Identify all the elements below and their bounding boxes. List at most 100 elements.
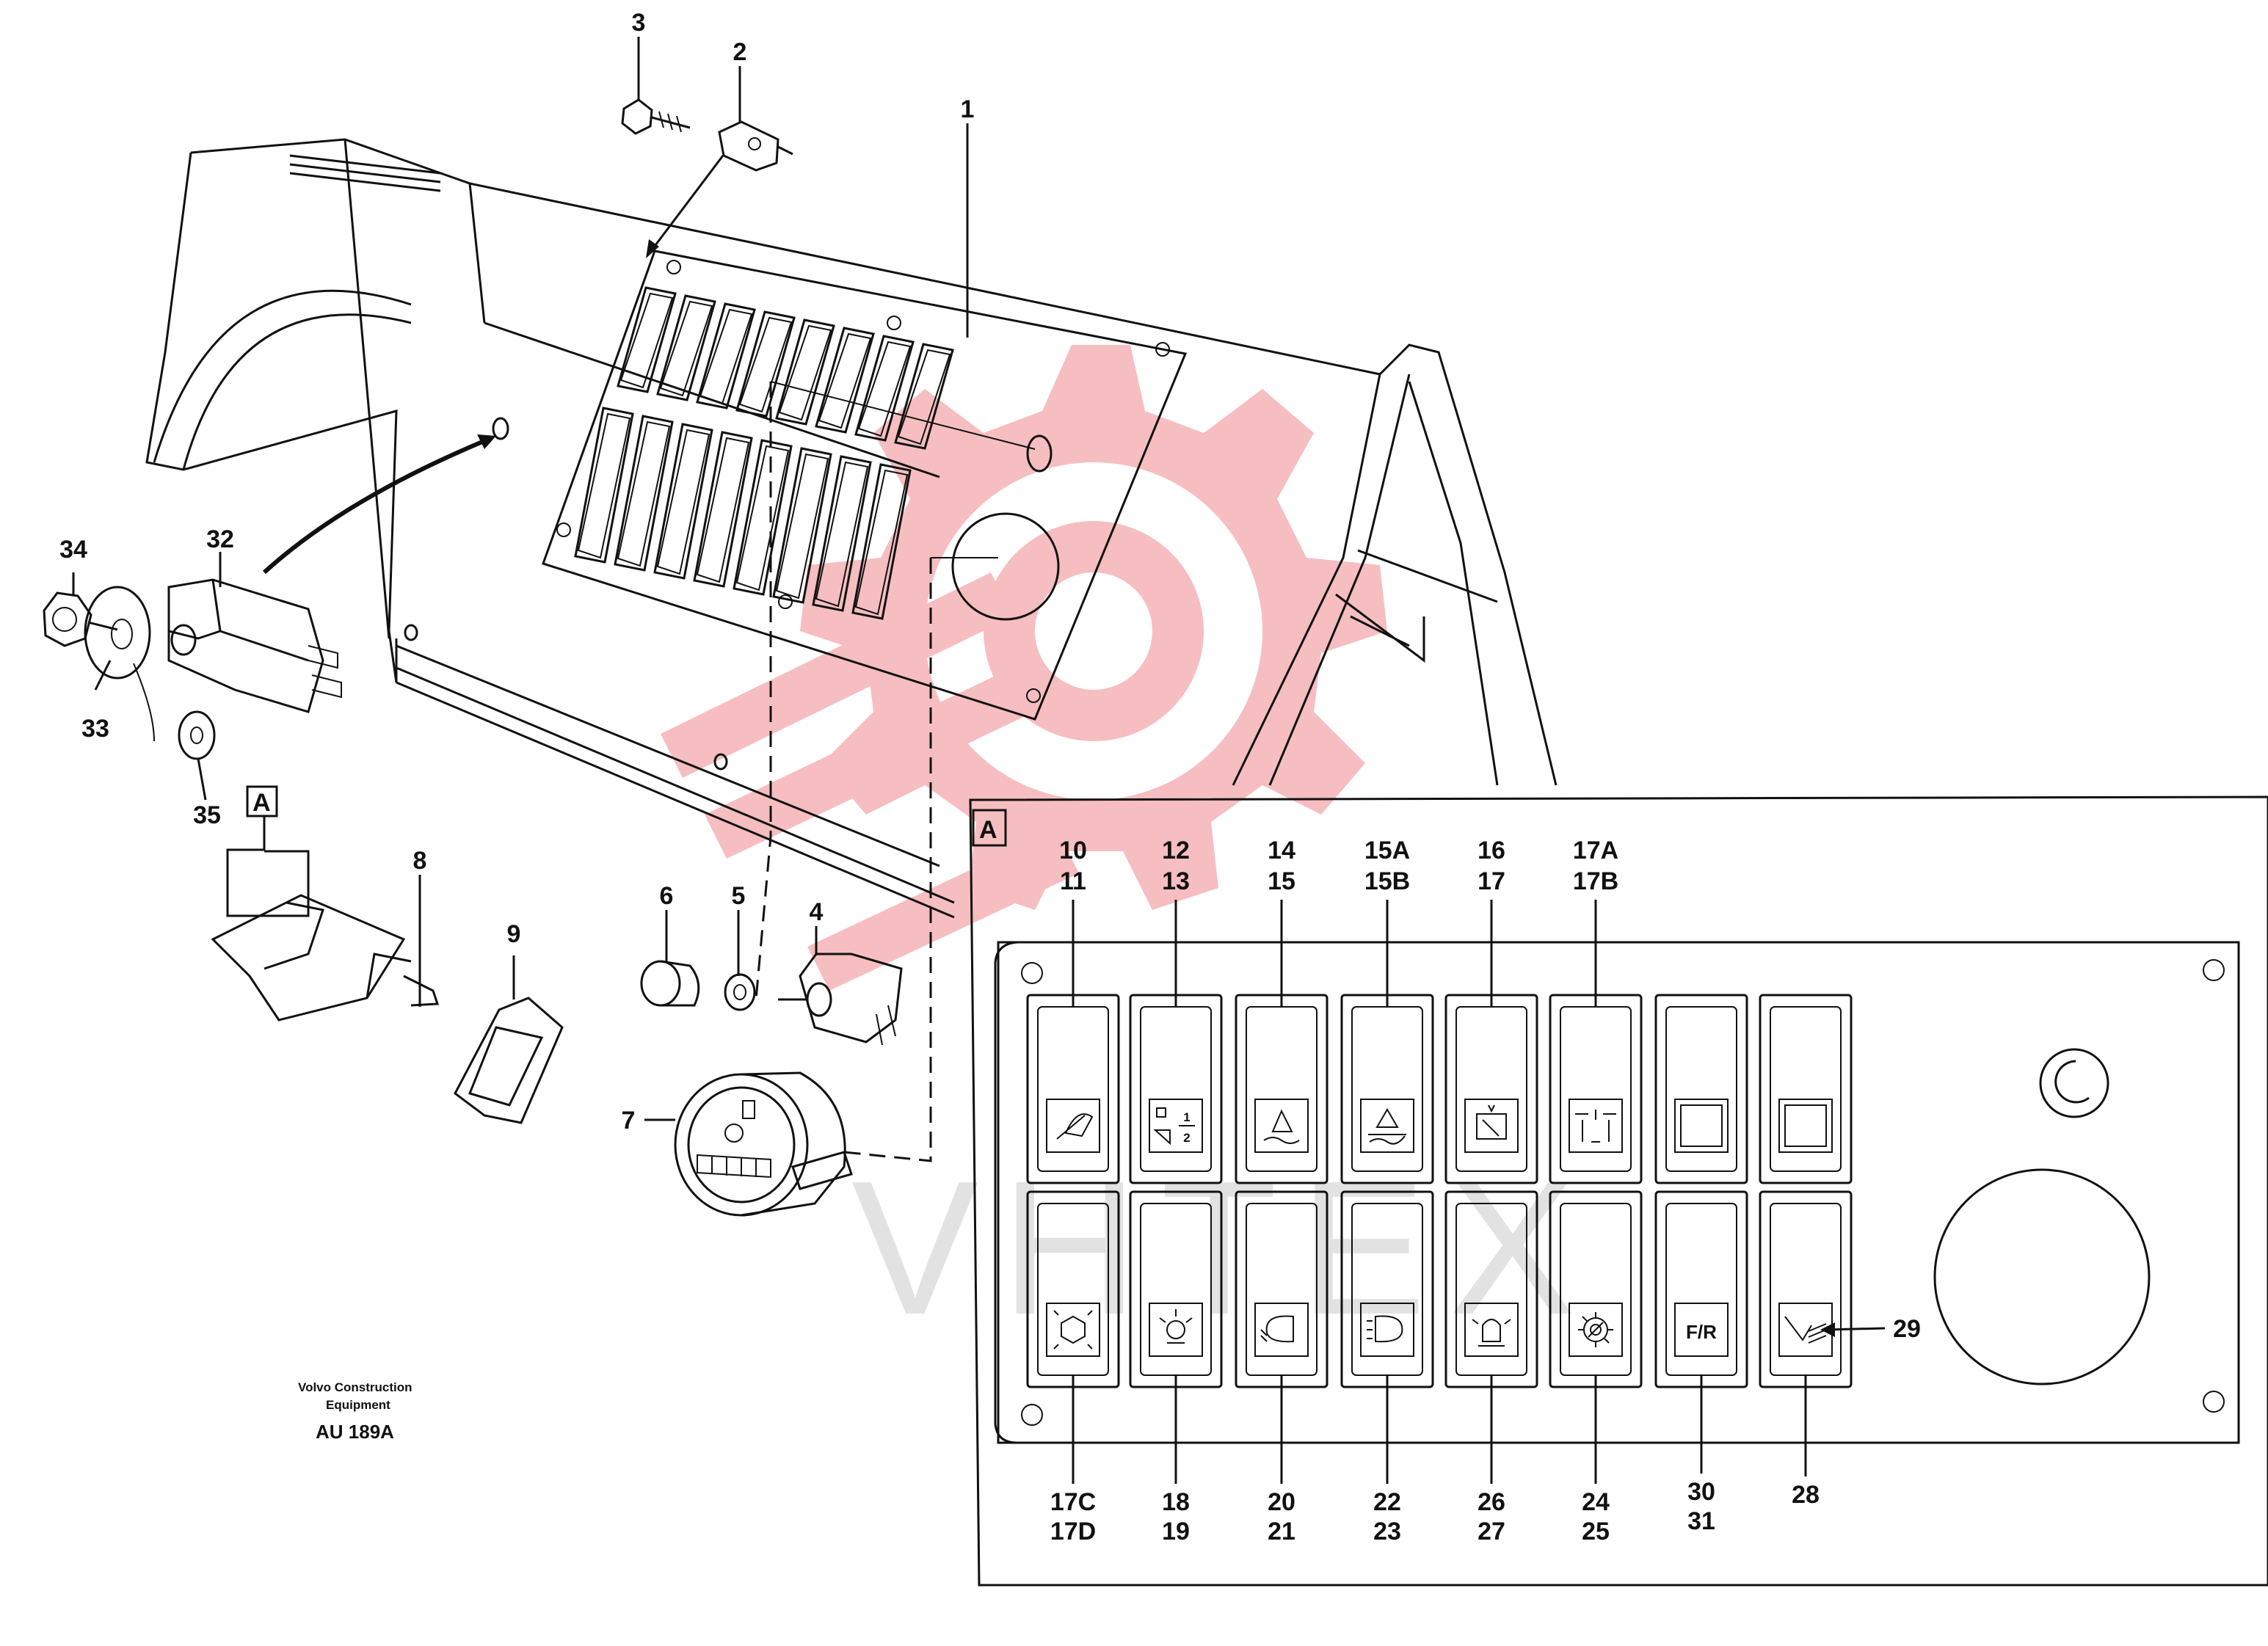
- dashboard-housing: [145, 138, 1558, 919]
- panel-slot: [775, 318, 835, 426]
- blank-icon: [1674, 1099, 1729, 1153]
- panel-slot: [772, 447, 832, 604]
- leader-lines: [72, 37, 969, 1121]
- panel-slot: [617, 286, 677, 393]
- credit-block: Volvo Construction Equipment AU 189A: [298, 1380, 412, 1443]
- switch-label-top-4-a: 15A: [1364, 837, 1410, 864]
- panel-slot: [733, 439, 793, 596]
- detail-a-inset: A 12F/R 10111213141515A15B161717A17B17C1…: [969, 795, 2268, 1587]
- wiper-icon: [1046, 1099, 1100, 1153]
- inset-switch-labels: 10111213141515A15B161717A17B17C17D181920…: [1050, 837, 1921, 1545]
- rocker-switch-detail-a: [211, 785, 440, 1022]
- gear-icon: [1569, 1303, 1623, 1357]
- fr-text: F/R: [1686, 1321, 1717, 1343]
- lock-ratio-icon: 12: [1149, 1099, 1203, 1153]
- rotary-switch-part-32: [167, 578, 342, 713]
- beacon-icon: [1464, 1303, 1519, 1357]
- part-label-9: 9: [507, 920, 521, 948]
- panel-slot: [696, 302, 756, 409]
- ring-part-33: [84, 586, 155, 742]
- panel-slot: [614, 415, 674, 572]
- panel-slot: [854, 335, 915, 442]
- watermark-logo: VHTEX: [661, 345, 1598, 1355]
- switch-label-bottom-4-b: 23: [1373, 1518, 1401, 1545]
- part-label-32: 32: [206, 525, 234, 553]
- switch-label-bottom-7-a: 30: [1687, 1478, 1715, 1506]
- dump-float-icon: [1360, 1099, 1414, 1153]
- part-label-5: 5: [732, 882, 746, 910]
- spread-icon: [1569, 1099, 1623, 1153]
- washer-part-35: [178, 710, 216, 760]
- part-label-8: 8: [413, 847, 427, 875]
- part-label-6: 6: [660, 882, 674, 910]
- ratio-top-text: 1: [1183, 1110, 1190, 1124]
- knob-part-34: [43, 591, 118, 647]
- detail-a-marker-text: A: [252, 789, 271, 817]
- dump-up-icon: [1254, 1099, 1309, 1153]
- panel-slot: [894, 343, 954, 450]
- switch-label-29: 29: [1893, 1315, 1921, 1343]
- screw-part-3: [621, 98, 691, 135]
- watermark-text: VHTEX: [851, 1142, 1598, 1355]
- switch-label-bottom-5-b: 27: [1478, 1518, 1505, 1545]
- forward-reverse-icon: F/R: [1674, 1303, 1729, 1357]
- switch-bottom-7: F/R: [1654, 1190, 1748, 1388]
- lamp-cover-part-9: [454, 997, 564, 1124]
- switch-label-bottom-2-b: 19: [1162, 1518, 1190, 1545]
- switch-label-bottom-6-a: 24: [1582, 1488, 1610, 1516]
- credit-line2: Equipment: [326, 1398, 390, 1412]
- knob-part-6: [640, 960, 700, 1007]
- nut-part-5: [724, 973, 756, 1011]
- switch-label-top-2-a: 12: [1162, 837, 1190, 864]
- switch-label-top-3-a: 14: [1268, 837, 1295, 864]
- switch-label-bottom-2-a: 18: [1162, 1488, 1190, 1516]
- credit-code: AU 189A: [316, 1421, 394, 1443]
- switch-top-8: [1759, 994, 1853, 1184]
- part-label-2: 2: [733, 38, 747, 66]
- switch-label-top-5-b: 17: [1478, 867, 1505, 895]
- tip-lock-icon: [1464, 1099, 1519, 1153]
- switch-label-bottom-8-a: 28: [1792, 1481, 1820, 1509]
- switch-label-bottom-3-a: 20: [1268, 1488, 1295, 1516]
- lamp-icon: [1149, 1303, 1203, 1357]
- switch-label-bottom-3-b: 21: [1268, 1518, 1295, 1545]
- switch-label-top-5-a: 16: [1478, 837, 1505, 864]
- switch-label-bottom-1-b: 17D: [1050, 1518, 1096, 1545]
- switch-bottom-8: [1759, 1190, 1853, 1388]
- part-label-33: 33: [81, 715, 109, 743]
- part-label-1: 1: [961, 95, 975, 123]
- panel-slot: [574, 407, 634, 564]
- credit-line1: Volvo Construction: [298, 1380, 412, 1394]
- switch-label-top-1-a: 10: [1059, 837, 1087, 864]
- part-label-35: 35: [193, 801, 221, 829]
- switch-label-top-6-a: 17A: [1573, 837, 1618, 864]
- detail-a-marker: A: [246, 785, 278, 817]
- switch-panel: [542, 250, 1188, 721]
- switch-label-bottom-6-b: 25: [1582, 1518, 1610, 1545]
- part-label-34: 34: [59, 536, 87, 564]
- switch-label-bottom-7-b: 31: [1687, 1507, 1715, 1535]
- part-label-3: 3: [632, 9, 646, 37]
- switch-top-7: [1654, 994, 1748, 1184]
- high-beam-icon: [1360, 1303, 1414, 1357]
- part-label-4: 4: [810, 898, 824, 926]
- switch-label-top-2-b: 13: [1162, 867, 1190, 895]
- panel-slot: [735, 310, 796, 418]
- inset-marker-text: A: [979, 816, 997, 844]
- switch-label-top-6-b: 17B: [1573, 867, 1618, 895]
- panel-switch-slots: [574, 286, 954, 620]
- switch-label-bottom-1-a: 17C: [1050, 1488, 1096, 1516]
- low-beam-icon: [1254, 1303, 1309, 1357]
- work-light-icon: [1046, 1303, 1100, 1357]
- rotary-switch-part-4: [778, 953, 903, 1046]
- panel-slot: [815, 327, 875, 434]
- part-label-7: 7: [622, 1107, 636, 1135]
- panel-slot: [656, 294, 716, 401]
- hour-meter-part-7: [674, 1071, 853, 1217]
- switch-label-bottom-4-a: 22: [1373, 1488, 1401, 1516]
- switch-label-top-1-b: 11: [1060, 867, 1086, 895]
- switch-label-bottom-5-a: 26: [1478, 1488, 1505, 1516]
- panel-slot: [693, 431, 753, 588]
- ratio-bottom-text: 2: [1183, 1131, 1190, 1145]
